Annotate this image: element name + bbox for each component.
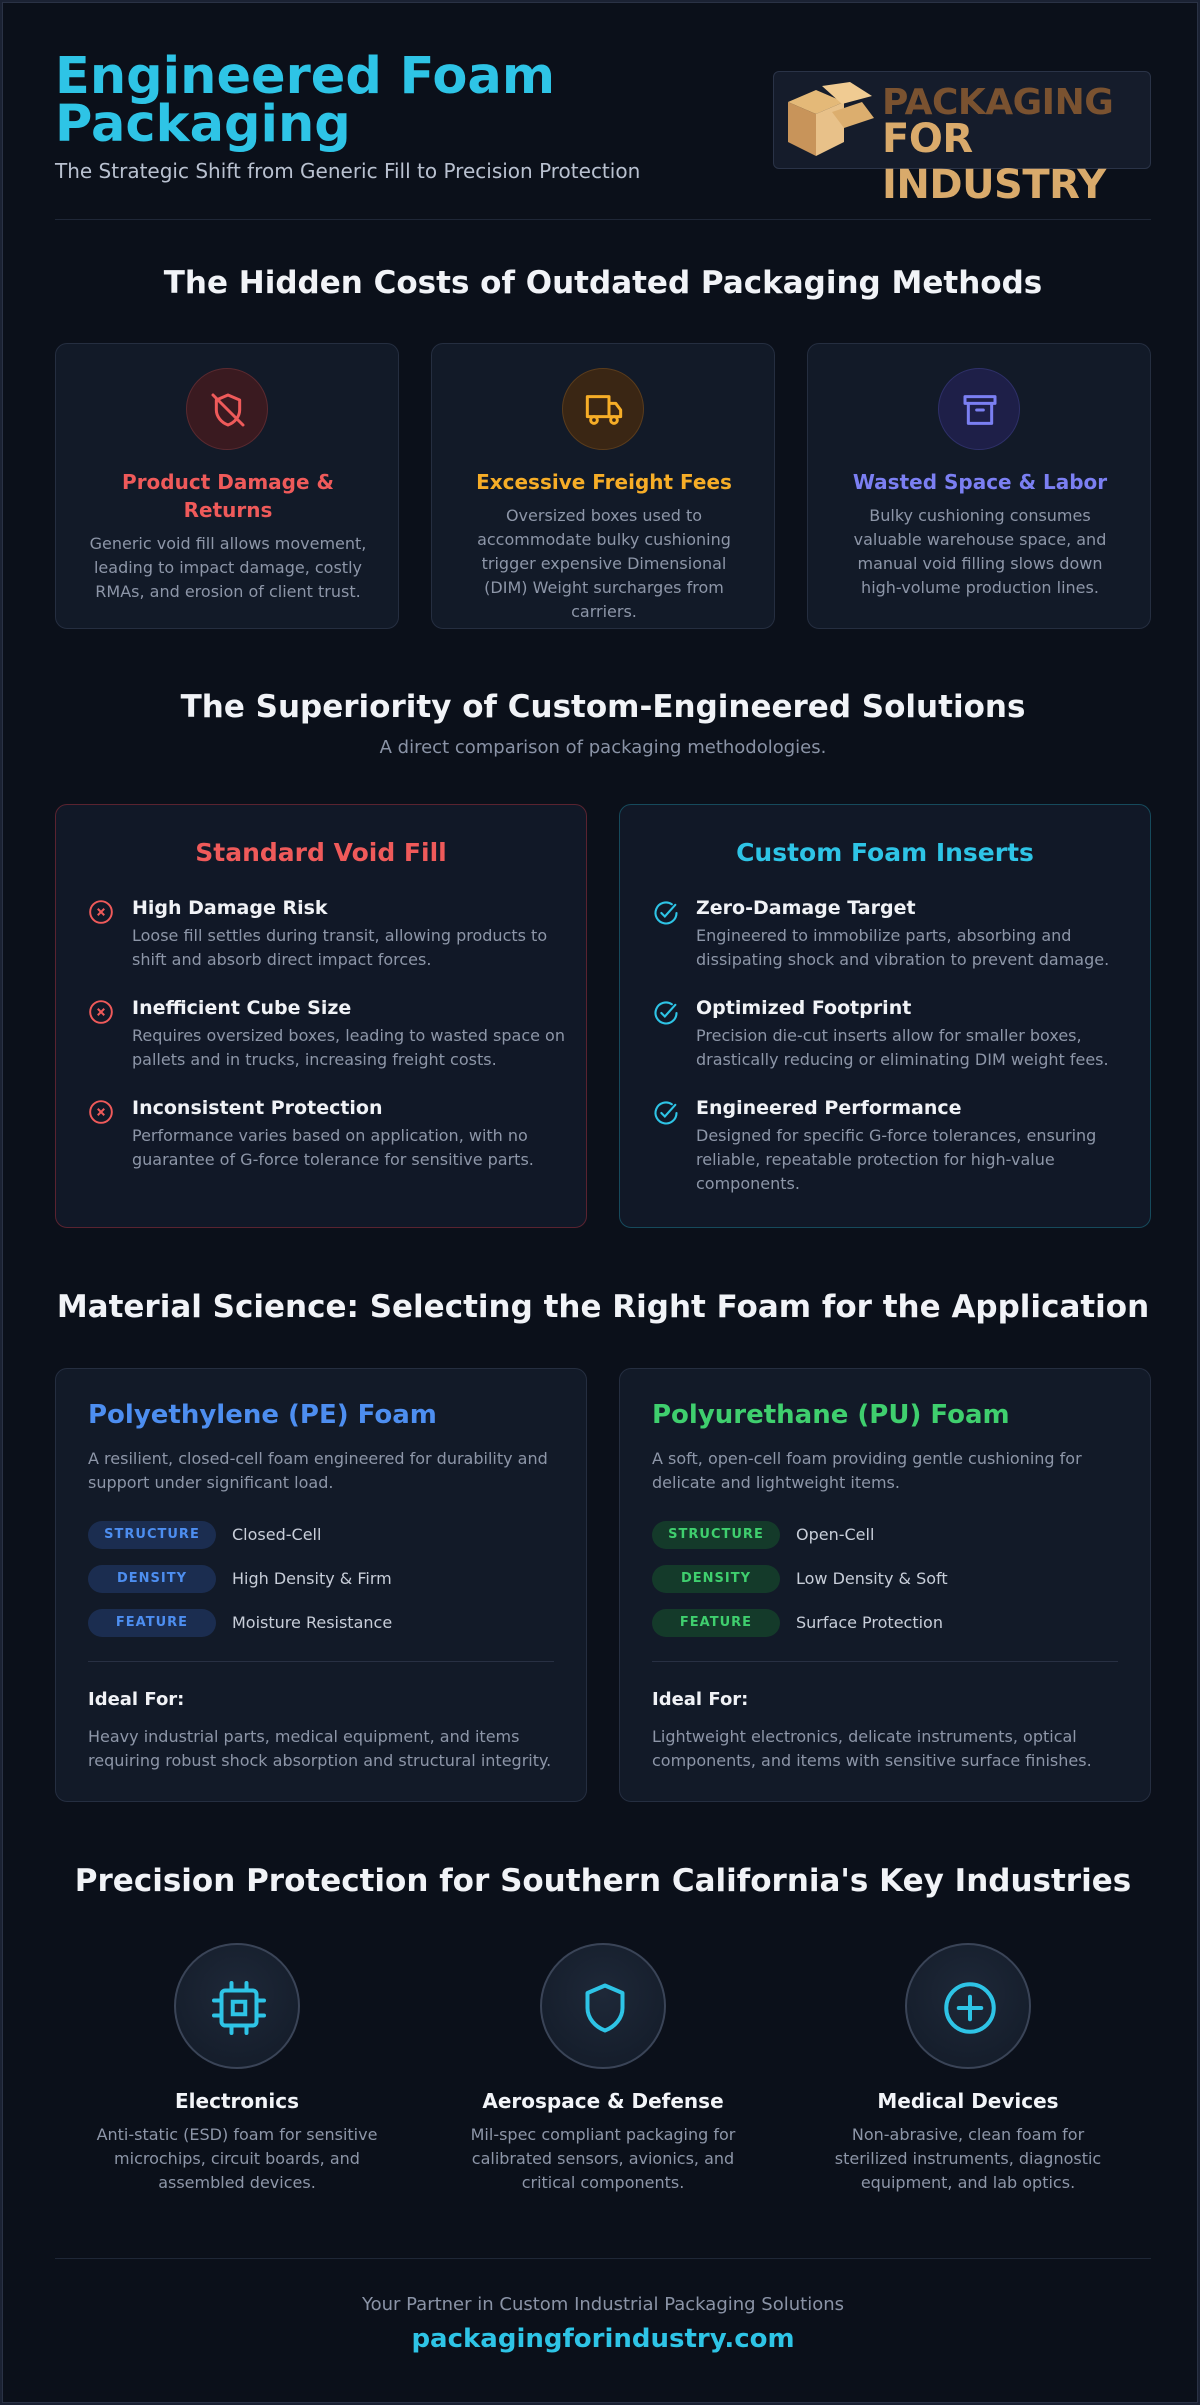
spec-value: Closed-Cell [232,1525,322,1544]
industry-medical: Medical Devices Non-abrasive, clean foam… [803,1943,1133,2203]
industry-desc: Anti-static (ESD) foam for sensitive mic… [96,2125,378,2192]
spec-value: Open-Cell [796,1525,875,1544]
ideal-for-desc: Heavy industrial parts, medical equipmen… [88,1727,552,1770]
comparison-item-title: Optimized Footprint [696,997,912,1019]
x-circle-icon [89,900,113,924]
ideal-for-desc: Lightweight electronics, delicate instru… [652,1727,1092,1770]
industry-icon-circle [540,1943,666,2069]
cost-card-title: Wasted Space & Labor [852,470,1108,494]
spec-row: STRUCTURE Closed-Cell [88,1521,558,1549]
industry-title: Medical Devices [877,2089,1059,2113]
spec-row: FEATURE Surface Protection [652,1609,1122,1637]
comparison-item-desc: Performance varies based on application,… [132,1126,534,1169]
x-circle-icon [89,1000,113,1024]
spec-row: FEATURE Moisture Resistance [88,1609,558,1637]
page-subtitle: The Strategic Shift from Generic Fill to… [55,159,641,183]
comparison-section-subtitle: A direct comparison of packaging methodo… [379,737,827,758]
spec-value: Moisture Resistance [232,1613,393,1632]
comparison-item-desc: Requires oversized boxes, leading to was… [132,1026,565,1069]
cost-card-desc: Bulky cushioning consumes valuable wareh… [853,506,1107,597]
spec-tag: STRUCTURE [652,1521,780,1549]
spec-value: High Density & Firm [232,1569,392,1588]
page-header: Engineered Foam Packaging The Strategic … [55,47,1151,208]
cost-icon-circle [938,368,1020,450]
spec-value: Surface Protection [796,1613,943,1632]
materials-section-title: Material Science: Selecting the Right Fo… [56,1289,1150,1325]
custom-foam-inserts-card: Custom Foam Inserts Zero-Damage Target E… [619,804,1151,1228]
logo-text-for-industry: FOR INDUSTRY [882,116,1106,208]
foam-card-title: Polyurethane (PU) Foam [652,1400,1010,1430]
cost-card-space: Wasted Space & Labor Bulky cushioning co… [807,343,1151,629]
divider [55,2258,1151,2259]
cpu-chip-icon [212,1981,266,2035]
shield-off-icon [211,393,245,427]
industry-electronics: Electronics Anti-static (ESD) foam for s… [72,1943,402,2203]
comparison-item-desc: Loose fill settles during transit, allow… [132,926,548,969]
spec-tag: FEATURE [88,1609,216,1637]
ideal-for-label: Ideal For: [652,1689,749,1710]
spec-tag: DENSITY [88,1565,216,1593]
cost-card-desc: Oversized boxes used to accommodate bulk… [477,506,731,621]
industry-aerospace: Aerospace & Defense Mil-spec compliant p… [438,1943,768,2203]
check-circle-icon [654,1101,678,1125]
archive-box-icon [963,395,997,425]
standard-void-fill-card: Standard Void Fill High Damage Risk Loos… [55,804,587,1228]
cost-icon-circle [562,368,644,450]
cost-card-damage: Product Damage & Returns Generic void fi… [55,343,399,629]
foam-card-desc: A soft, open-cell foam providing gentle … [652,1449,1082,1492]
comparison-item-title: Inefficient Cube Size [132,997,352,1019]
cost-card-title: Product Damage & Returns [122,470,334,522]
comparison-item-desc: Designed for specific G-force tolerances… [696,1126,1097,1193]
custom-card-title: Custom Foam Inserts [736,838,1034,867]
spec-value: Low Density & Soft [796,1569,948,1588]
spec-row: STRUCTURE Open-Cell [652,1521,1122,1549]
footer-url-link[interactable]: packagingforindustry.com [411,2324,795,2354]
pu-foam-card: Polyurethane (PU) Foam A soft, open-cell… [619,1368,1151,1802]
comparison-item-desc: Precision die-cut inserts allow for smal… [696,1026,1109,1069]
comparison-item-title: Zero-Damage Target [696,897,916,919]
spec-row: DENSITY High Density & Firm [88,1565,558,1593]
divider [55,219,1151,220]
industry-title: Electronics [175,2089,299,2113]
x-circle-icon [89,1100,113,1124]
costs-section-title: The Hidden Costs of Outdated Packaging M… [163,265,1043,301]
box-logo-icon [788,82,874,156]
check-circle-icon [654,901,678,925]
industry-desc: Non-abrasive, clean foam for sterilized … [834,2125,1102,2192]
spec-tag: STRUCTURE [88,1521,216,1549]
industry-icon-circle [905,1943,1031,2069]
brand-logo[interactable]: PACKAGING FOR INDUSTRY [773,71,1151,208]
spec-row: DENSITY Low Density & Soft [652,1565,1122,1593]
divider [652,1661,1118,1662]
cost-card-title: Excessive Freight Fees [476,470,732,494]
ideal-for-label: Ideal For: [88,1689,185,1710]
cost-icon-circle [186,368,268,450]
industry-title: Aerospace & Defense [482,2089,724,2113]
plus-circle-icon [944,1982,996,2034]
spec-tag: FEATURE [652,1609,780,1637]
spec-tag: DENSITY [652,1565,780,1593]
logo-text-packaging: PACKAGING [882,82,1114,123]
comparison-item-desc: Engineered to immobilize parts, absorbin… [696,926,1110,969]
page-title: Engineered Foam Packaging [55,47,555,154]
cost-card-freight: Excessive Freight Fees Oversized boxes u… [431,343,775,629]
comparison-item-title: Inconsistent Protection [132,1097,383,1119]
pe-foam-card: Polyethylene (PE) Foam A resilient, clos… [55,1368,587,1802]
foam-card-desc: A resilient, closed-cell foam engineered… [88,1449,548,1492]
standard-card-title: Standard Void Fill [195,838,447,867]
shield-icon [585,1983,625,2033]
industries-section-title: Precision Protection for Southern Califo… [74,1863,1132,1899]
comparison-item-title: High Damage Risk [132,897,328,919]
cost-card-desc: Generic void fill allows movement, leadi… [89,534,367,601]
truck-icon [585,395,623,425]
comparison-section-title: The Superiority of Custom-Engineered Sol… [180,689,1026,725]
footer-tagline: Your Partner in Custom Industrial Packag… [361,2294,845,2315]
divider [88,1661,554,1662]
industry-icon-circle [174,1943,300,2069]
foam-card-title: Polyethylene (PE) Foam [88,1400,437,1430]
industry-desc: Mil-spec compliant packaging for calibra… [470,2125,736,2192]
comparison-item-title: Engineered Performance [696,1097,962,1119]
check-circle-icon [654,1001,678,1025]
